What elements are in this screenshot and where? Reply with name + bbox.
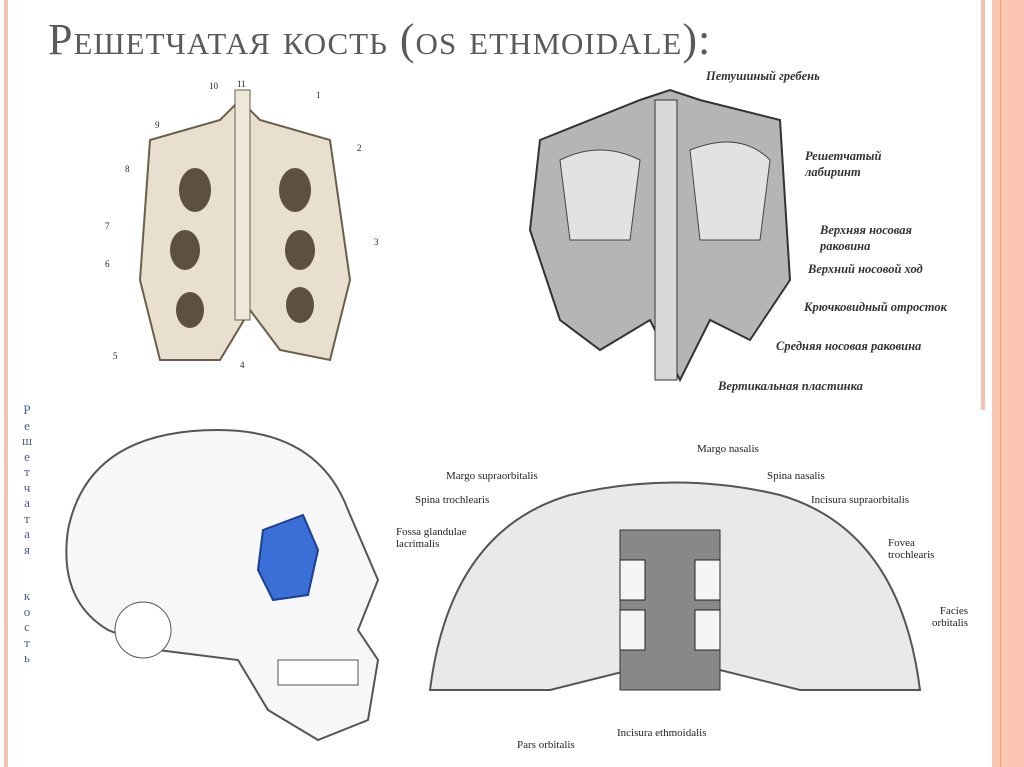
right-accent-band xyxy=(992,0,1024,767)
fig2-label: Средняя носовая раковина xyxy=(776,339,922,353)
vertical-caption-letter: я xyxy=(24,541,30,557)
fig4-label: Pars orbitalis xyxy=(517,739,575,751)
right-accent-line xyxy=(1000,0,1001,767)
fig1-label: 10 xyxy=(209,81,218,91)
vertical-caption-letter: к xyxy=(23,588,31,603)
fig1-label: 9 xyxy=(155,120,160,130)
vertical-caption-letter: Р xyxy=(23,402,31,417)
right-accent-thin xyxy=(981,0,985,410)
fig1-label: 4 xyxy=(240,360,245,370)
vertical-caption-letter: а xyxy=(24,495,30,510)
vertical-caption-letter: а xyxy=(24,526,30,541)
fig4-label: Margo supraorbitalis xyxy=(446,470,538,482)
fig2-label: Верхняя носовая раковина xyxy=(820,223,912,253)
fig4-label: Facies orbitalis xyxy=(931,605,968,629)
vertical-caption-letter: т xyxy=(24,510,30,526)
fig1-label: 7 xyxy=(105,221,110,231)
frontal-bone-inferior-illustration xyxy=(428,481,922,691)
ethmoid-bone-front-illustration xyxy=(138,89,352,362)
fig1-label: 11 xyxy=(237,79,246,89)
vertical-caption-letter: т xyxy=(24,464,30,479)
fig4-label: Fossa glandulae lacrimalis xyxy=(396,526,467,550)
fig1-label: 3 xyxy=(374,237,379,247)
vertical-caption-letter: е xyxy=(24,448,30,464)
ethmoid-bone-posterior-illustration xyxy=(528,88,792,383)
fig2-label: Верхний носовой ход xyxy=(808,262,923,276)
vertical-caption-letter xyxy=(20,557,34,588)
fig2-label: Решетчатый лабиринт xyxy=(805,149,882,179)
skull-lateral-illustration xyxy=(65,428,380,742)
fig1-label: 6 xyxy=(105,259,110,269)
fig2-label: Петушиный гребень xyxy=(706,69,820,83)
fig4-label: Spina trochlearis xyxy=(415,494,490,506)
slide-title: Решетчатая кость (os ethmoidale): xyxy=(48,15,712,64)
fig1-label: 2 xyxy=(357,143,362,153)
vertical-caption-letter: т xyxy=(24,634,30,650)
vertical-caption-letter: ь xyxy=(24,650,30,665)
fig2-label: Вертикальная пластинка xyxy=(718,379,863,393)
fig1-label: 8 xyxy=(125,164,130,174)
fig4-label: Spina nasalis xyxy=(767,470,825,482)
fig2-label: Крючковидный отросток xyxy=(804,300,947,314)
fig4-label: Incisura supraorbitalis xyxy=(811,494,910,506)
vertical-caption-letter: е xyxy=(24,417,30,433)
vertical-caption-letter: ч xyxy=(23,479,31,495)
vertical-caption-letter: ш xyxy=(21,433,32,448)
fig1-label: 5 xyxy=(113,351,118,361)
vertical-caption-letter: с xyxy=(24,619,30,634)
fig1-label: 1 xyxy=(316,90,321,100)
fig4-label: Margo nasalis xyxy=(697,443,759,455)
left-accent-line xyxy=(4,0,8,767)
vertical-caption-letter: о xyxy=(23,603,31,619)
fig4-label: Incisura ethmoidalis xyxy=(617,727,707,739)
fig4-label: Fovea trochlearis xyxy=(888,537,935,561)
